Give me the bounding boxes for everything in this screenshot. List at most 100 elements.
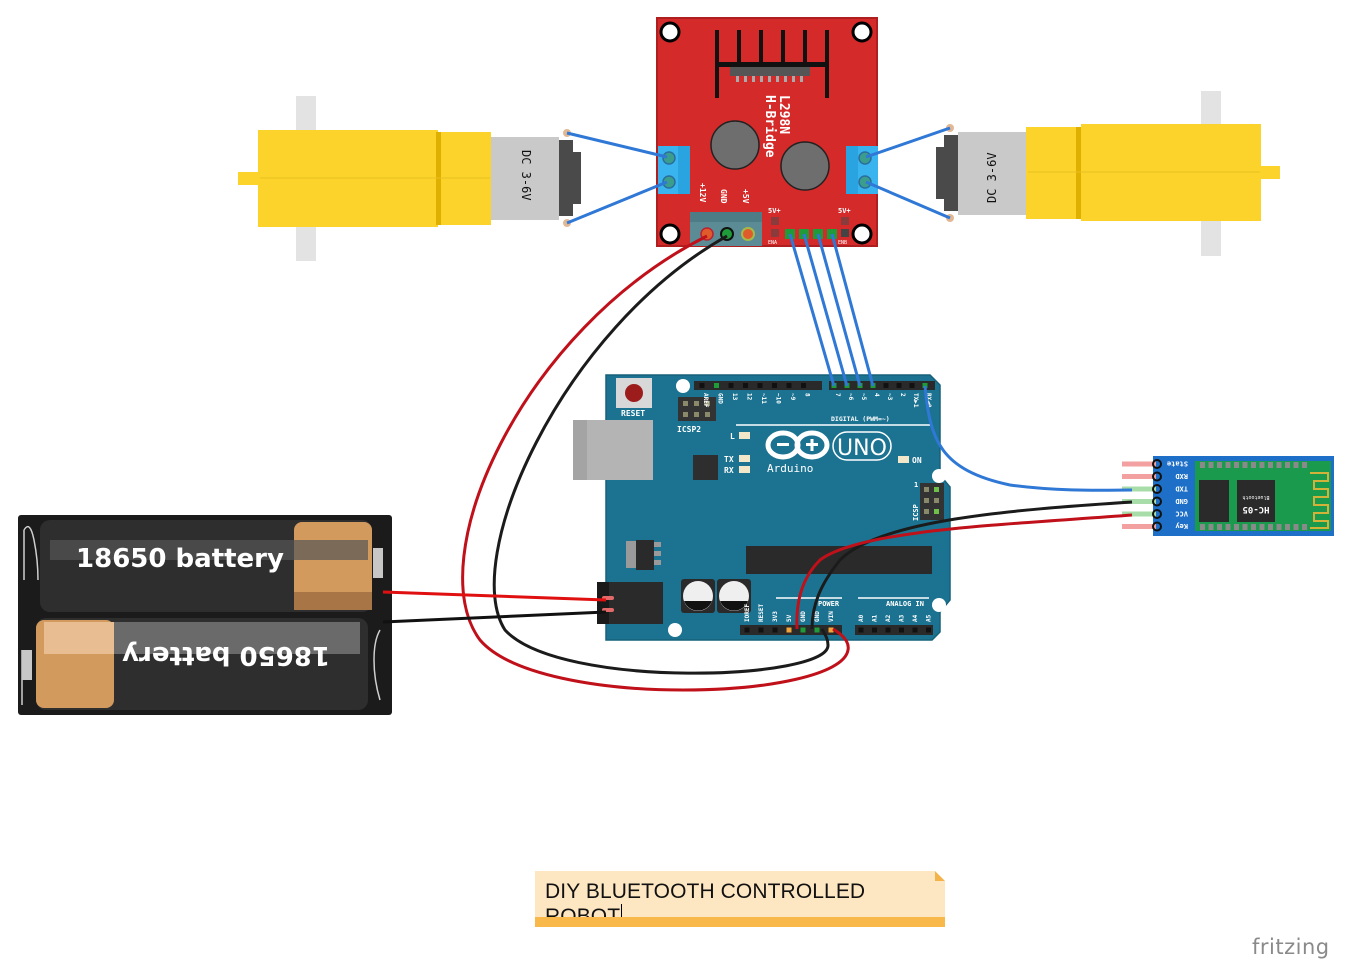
hc05-pin-txd[interactable]	[1122, 486, 1156, 492]
arduino-pin-gnd[interactable]	[814, 627, 820, 633]
arduino-led-label-on: ON	[912, 456, 922, 465]
arduino-pin-label: 7	[834, 393, 841, 397]
arduino-usb-chip	[693, 455, 718, 480]
arduino-analog-header[interactable]	[855, 625, 933, 635]
arduino-dc-jack[interactable]	[597, 582, 663, 624]
hc05-pin-ring	[1152, 459, 1162, 469]
wire-12v-vin[interactable]	[461, 234, 850, 692]
arduino-icsp-label: ICSP	[912, 504, 920, 521]
hc05-pin-vcc[interactable]	[1122, 511, 1156, 517]
battery-terminal-positive[interactable]	[373, 548, 383, 578]
wire-gnd-gnd[interactable]	[492, 234, 830, 675]
arduino-brand-label: Arduino	[767, 462, 813, 475]
hbridge-power-terminal[interactable]	[690, 212, 762, 246]
title-note[interactable]: DIY BLUETOOTH CONTROLLED ROBOT	[535, 871, 945, 928]
hbridge-terminal-out-a[interactable]	[658, 146, 690, 194]
arduino-pin-label: GND	[717, 393, 724, 404]
hc05-pin-ring	[1152, 509, 1162, 519]
arduino-pin-gnd[interactable]	[800, 627, 806, 633]
arduino-pin-a1[interactable]	[872, 627, 877, 633]
wire-txd-rx0[interactable]	[923, 385, 1133, 492]
text-caret	[621, 904, 623, 926]
arduino-pin-aref[interactable]	[699, 383, 705, 388]
arduino-reset-button[interactable]	[616, 378, 652, 408]
wire-in3-d5[interactable]	[816, 233, 862, 387]
arduino-pin-3v3[interactable]	[772, 627, 778, 633]
arduino-pin-reset[interactable]	[758, 627, 764, 633]
arduino-pin-5v[interactable]	[786, 627, 792, 633]
hbridge-pin-enb[interactable]	[841, 229, 849, 237]
wire-right-motor-1[interactable]	[865, 126, 951, 159]
arduino-pin-11[interactable]	[757, 383, 763, 388]
arduino-pin-label: 5V	[786, 614, 793, 622]
arduino-icsp2-header[interactable]	[678, 397, 716, 421]
arduino-model-label: UNO	[837, 436, 887, 461]
arduino-analog-pins	[858, 627, 931, 633]
arduino-pin-2[interactable]	[896, 383, 902, 388]
arduino-pin-a4[interactable]	[912, 627, 918, 633]
hbridge-pin-5v[interactable]	[741, 227, 755, 241]
arduino-pin-label: A0	[858, 614, 865, 622]
arduino-mount-hole	[932, 469, 946, 483]
wire-left-motor-2[interactable]	[566, 180, 668, 225]
hc05-chip-sublabel: Bluetooth	[1242, 494, 1269, 500]
arduino-pin-label: RX◀0	[925, 393, 932, 408]
arduino-pin-13[interactable]	[728, 383, 734, 388]
arduino-pin-a3[interactable]	[899, 627, 904, 633]
l298n-hbridge[interactable]: L298N H-Bridge +12V GND +5V 5	[656, 17, 878, 247]
arduino-pin-label: ~10	[775, 393, 782, 404]
motor-left[interactable]: DC 3-6V	[238, 96, 581, 261]
arduino-icsp-header[interactable]	[920, 483, 944, 520]
hc05-pad	[1285, 462, 1290, 468]
arduino-digital-header-low[interactable]	[829, 381, 935, 390]
arduino-pin-a2[interactable]	[885, 627, 891, 633]
arduino-pin-gnd[interactable]	[714, 383, 719, 388]
battery-spring-contact	[373, 629, 381, 701]
wire-in4-d4[interactable]	[830, 233, 875, 387]
hbridge-subtitle: H-Bridge	[762, 95, 777, 158]
motor-right[interactable]: DC 3-6V	[936, 91, 1280, 256]
battery-cell-2-label: 18650 battery	[122, 640, 330, 670]
hc05-pad	[1234, 462, 1239, 468]
arduino-pin-10[interactable]	[772, 383, 777, 388]
hbridge-heatsink	[715, 30, 829, 98]
hc05-pad	[1276, 462, 1282, 468]
battery-terminal-negative[interactable]	[22, 650, 32, 680]
hc05-pad	[1268, 524, 1273, 530]
hc05-chip-a	[1199, 480, 1229, 522]
hbridge-pin-ena[interactable]	[771, 229, 779, 237]
wire-in2-d6[interactable]	[802, 233, 849, 387]
arduino-pin-9[interactable]	[786, 383, 792, 388]
arduino-pin-12[interactable]	[743, 383, 748, 388]
arduino-pin-vin[interactable]	[828, 627, 834, 633]
arduino-pin-tx1[interactable]	[909, 383, 915, 388]
arduino-pin-a5[interactable]	[926, 627, 931, 633]
wire-in1-d7[interactable]	[788, 233, 836, 387]
arduino-pin-8[interactable]	[801, 383, 806, 388]
arduino-pin-label: 13	[731, 393, 738, 401]
battery-holder-2x18650[interactable]: 18650 battery 18650 battery	[18, 515, 392, 715]
arduino-pin-label: ~9	[789, 393, 796, 401]
hc05-pin-key[interactable]	[1122, 524, 1156, 529]
arduino-pin-ioref[interactable]	[744, 627, 750, 633]
hc05-pad	[1225, 462, 1231, 468]
wire-battery-positive[interactable]	[382, 590, 607, 602]
hc05-pad	[1276, 524, 1282, 530]
arduino-pin-a0[interactable]	[858, 627, 864, 633]
hc05-pin-gnd[interactable]	[1122, 499, 1156, 504]
arduino-pin-label: A4	[912, 614, 919, 622]
hc05-pin-state[interactable]	[1122, 461, 1156, 467]
arduino-pin-3[interactable]	[883, 383, 889, 388]
wire-left-motor-1[interactable]	[566, 131, 668, 159]
hc05-pin-rxd[interactable]	[1122, 474, 1156, 479]
wire-battery-negative[interactable]	[382, 610, 607, 624]
hc05-pad	[1251, 462, 1256, 468]
arduino-mount-hole	[668, 623, 682, 637]
wire-hc05-vcc[interactable]	[795, 513, 1133, 630]
arduino-pin-rx0[interactable]	[922, 383, 928, 388]
note-bar	[535, 917, 945, 927]
wire-right-motor-2[interactable]	[865, 180, 951, 220]
